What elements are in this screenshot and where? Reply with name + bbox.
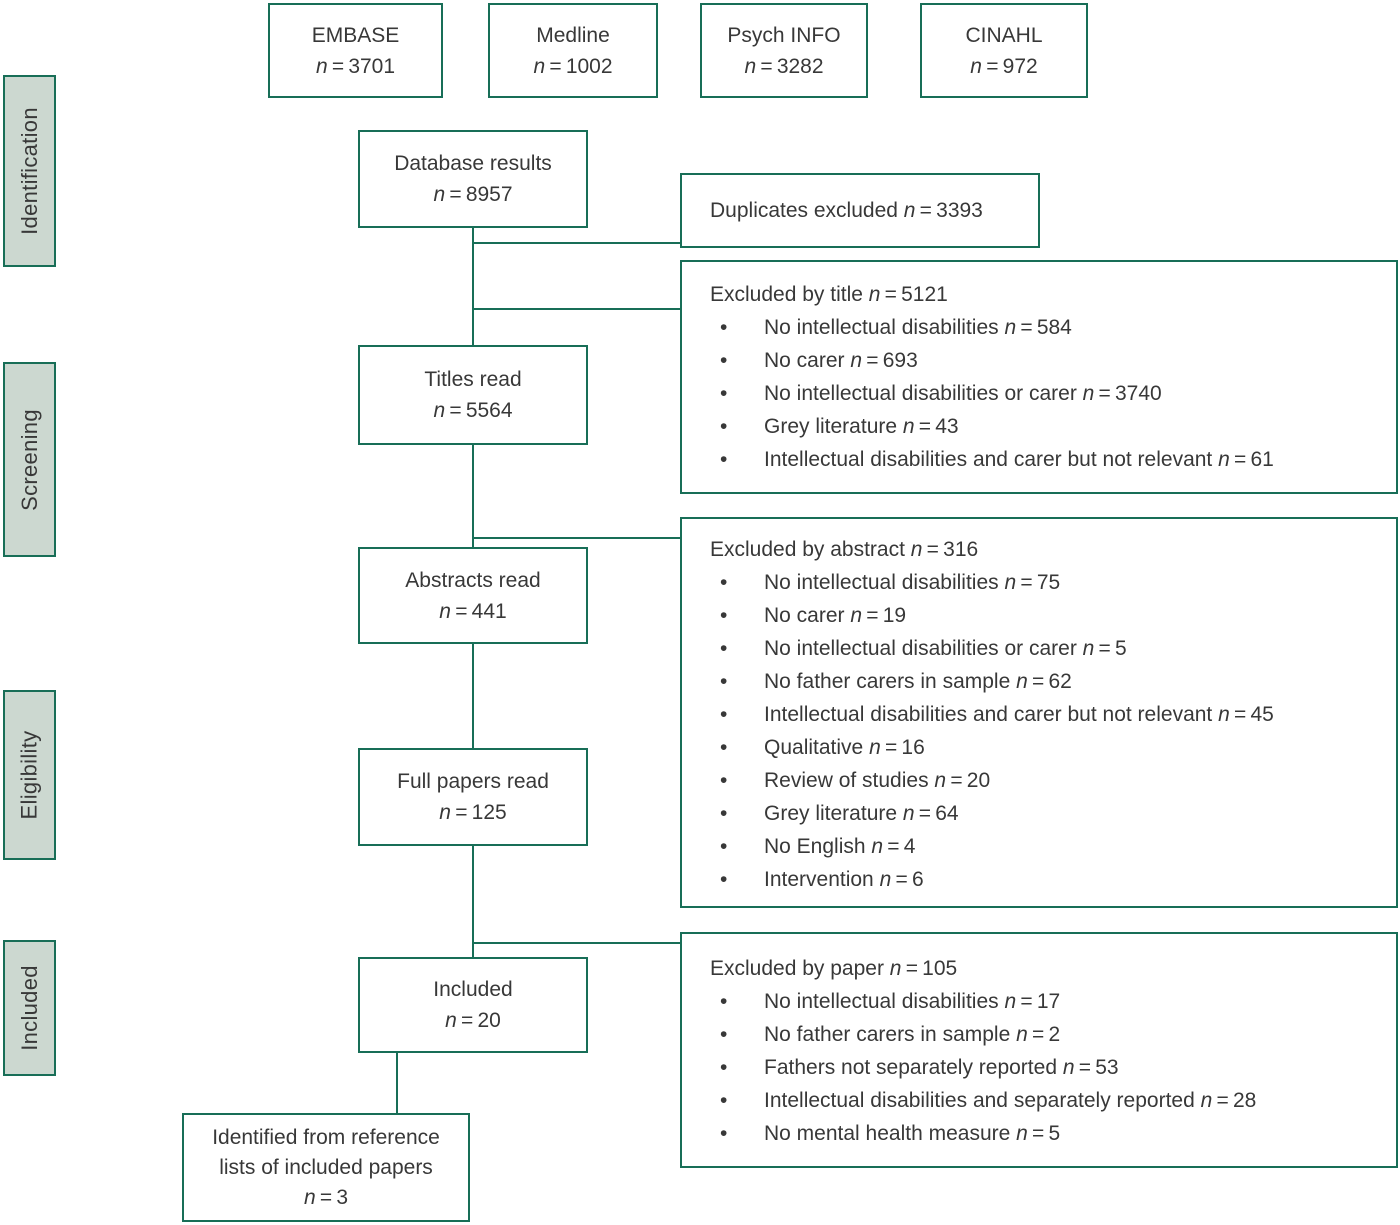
source-box-embase: EMBASE n = 3701	[268, 3, 443, 98]
reference-label: Identified from reference lists of inclu…	[212, 1125, 440, 1179]
source-label: Psych INFO	[727, 23, 841, 47]
stage-label: Identification	[16, 107, 42, 235]
duplicates-excluded-box: Duplicates excluded n = 3393	[680, 173, 1040, 248]
stage-label: Included	[16, 965, 42, 1051]
exclusion-list: No intellectual disabilities n = 584No c…	[710, 311, 1386, 476]
flow-box-database-results: Database results n = 8957	[358, 130, 588, 228]
stage-eligibility: Eligibility	[3, 690, 56, 860]
reference-count: n = 3	[303, 1185, 349, 1209]
exclusion-item: Fathers not separately reported n = 53	[710, 1051, 1386, 1084]
reference-lists-box: Identified from reference lists of inclu…	[182, 1113, 470, 1222]
flow-count: n = 125	[439, 801, 507, 824]
exclusion-header: Excluded by abstract n = 316	[710, 538, 979, 561]
exclusion-list: No intellectual disabilities n = 17No fa…	[710, 985, 1386, 1150]
exclusion-item: No father carers in sample n = 62	[710, 665, 1386, 698]
flow-label: Titles read	[424, 368, 522, 391]
exclusion-item: Intervention n = 6	[710, 863, 1386, 896]
exclusion-item: No intellectual disabilities n = 17	[710, 985, 1386, 1018]
source-label: EMBASE	[311, 23, 400, 47]
source-box-psychinfo: Psych INFO n = 3282	[700, 3, 868, 98]
flow-count: n = 5564	[433, 399, 513, 422]
source-label: CINAHL	[965, 23, 1043, 47]
exclusion-item: No intellectual disabilities or carer n …	[710, 632, 1386, 665]
exclusion-item: Review of studies n = 20	[710, 764, 1386, 797]
exclusion-item: No intellectual disabilities or carer n …	[710, 377, 1386, 410]
exclusion-item: No carer n = 693	[710, 344, 1386, 377]
source-box-medline: Medline n = 1002	[488, 3, 658, 98]
exclusion-list: No intellectual disabilities n = 75No ca…	[710, 566, 1386, 896]
stage-label: Eligibility	[16, 730, 42, 820]
excluded-by-title-box: Excluded by title n = 5121 No intellectu…	[680, 260, 1398, 494]
exclusion-item: Grey literature n = 64	[710, 797, 1386, 830]
stage-label: Screening	[16, 408, 42, 511]
flow-box-full-papers-read: Full papers read n = 125	[358, 748, 588, 846]
stage-identification: Identification	[3, 75, 56, 267]
source-count: n = 3282	[744, 54, 824, 78]
exclusion-item: Intellectual disabilities and carer but …	[710, 698, 1386, 731]
flow-label: Included	[433, 978, 513, 1001]
connector-to-reference-box	[396, 1053, 398, 1113]
flow-label: Full papers read	[397, 770, 549, 793]
flow-label: Abstracts read	[405, 568, 541, 592]
exclusion-item: No mental health measure n = 5	[710, 1117, 1386, 1150]
flow-count: n = 20	[445, 1009, 501, 1032]
flow-box-included: Included n = 20	[358, 957, 588, 1053]
exclusion-item: No English n = 4	[710, 830, 1386, 863]
exclusion-item: Grey literature n = 43	[710, 410, 1386, 443]
connector-to-excluded-by-abstract	[473, 537, 680, 539]
exclusion-item: Intellectual disabilities and carer but …	[710, 443, 1386, 476]
exclusion-header: Excluded by title n = 5121	[710, 283, 948, 306]
flow-count: n = 8957	[433, 183, 513, 206]
exclusion-item: No father carers in sample n = 2	[710, 1018, 1386, 1051]
connector-to-excluded-by-title	[473, 308, 680, 310]
connector-to-duplicates	[473, 242, 680, 244]
flow-label: Database results	[394, 152, 552, 175]
exclusion-item: No carer n = 19	[710, 599, 1386, 632]
flow-count: n = 441	[439, 599, 507, 623]
exclusion-header: Excluded by paper n = 105	[710, 957, 958, 980]
duplicates-excluded-text: Duplicates excluded n = 3393	[710, 198, 983, 222]
source-count: n = 3701	[315, 54, 396, 78]
source-box-cinahl: CINAHL n = 972	[920, 3, 1088, 98]
excluded-by-paper-box: Excluded by paper n = 105 No intellectua…	[680, 932, 1398, 1168]
exclusion-item: Qualitative n = 16	[710, 731, 1386, 764]
flow-box-abstracts-read: Abstracts read n = 441	[358, 547, 588, 644]
exclusion-item: Intellectual disabilities and separately…	[710, 1084, 1386, 1117]
stage-screening: Screening	[3, 362, 56, 557]
connector-to-excluded-by-paper	[473, 942, 680, 944]
flow-box-titles-read: Titles read n = 5564	[358, 345, 588, 445]
exclusion-item: No intellectual disabilities n = 584	[710, 311, 1386, 344]
source-count: n = 1002	[533, 54, 613, 78]
excluded-by-abstract-box: Excluded by abstract n = 316 No intellec…	[680, 517, 1398, 908]
stage-included: Included	[3, 940, 56, 1076]
source-count: n = 972	[970, 54, 1038, 78]
source-label: Medline	[536, 23, 610, 47]
exclusion-item: No intellectual disabilities n = 75	[710, 566, 1386, 599]
